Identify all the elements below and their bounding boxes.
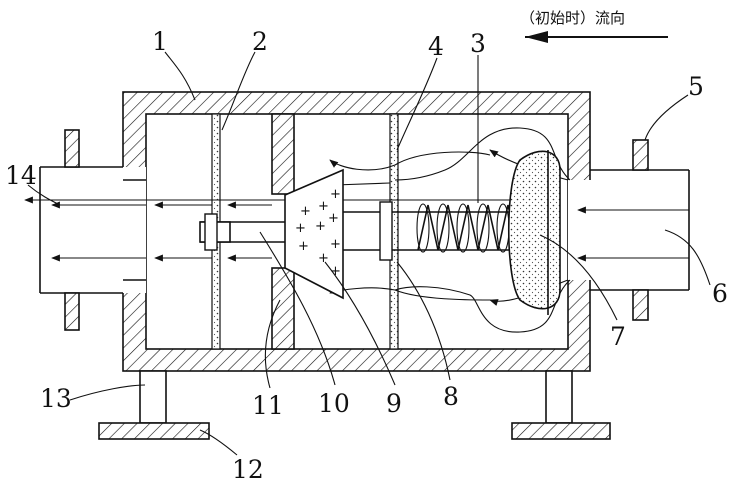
spring-3	[416, 203, 519, 253]
right-flange-top	[632, 139, 649, 171]
flow-direction-legend: （初始时）流向	[520, 9, 668, 43]
part-number-1: 1	[152, 27, 168, 56]
part-number-13: 13	[40, 384, 72, 413]
part-number-7: 7	[610, 322, 626, 351]
rod-bushing	[204, 213, 218, 251]
part-number-4: 4	[428, 32, 444, 61]
leader-12	[199, 429, 238, 456]
leader-7	[539, 234, 618, 321]
part-number-5: 5	[688, 72, 704, 101]
legend-arrowhead	[525, 31, 548, 43]
rod-10	[199, 213, 285, 251]
leader-14	[27, 184, 61, 206]
left-flange-bottom	[64, 292, 80, 331]
part-number-11: 11	[252, 391, 284, 420]
svg-text:+: +	[318, 199, 329, 214]
svg-text:+: +	[300, 204, 311, 219]
part-number-12: 12	[232, 455, 264, 484]
part-number-10: 10	[318, 389, 350, 418]
part-number-14: 14	[5, 161, 37, 190]
partition	[271, 113, 295, 350]
left-pipe	[39, 129, 146, 331]
shaft-bushing-8	[379, 201, 393, 261]
leader-5	[644, 94, 689, 141]
svg-text:+: +	[318, 251, 329, 266]
svg-text:+: +	[328, 211, 339, 226]
svg-text:+: +	[295, 221, 306, 236]
leader-10	[259, 231, 336, 386]
right-leg	[545, 370, 573, 424]
leader-2	[221, 51, 256, 131]
svg-text:+: +	[315, 219, 326, 234]
shaft-and-spring	[343, 201, 520, 261]
part-number-6: 6	[712, 279, 728, 308]
flow-arrow-cone-upper	[334, 181, 391, 189]
left-base-plate	[98, 422, 210, 440]
leader-11	[264, 299, 281, 389]
part-number-9: 9	[386, 389, 402, 418]
valve-head-7	[508, 150, 561, 315]
leader-9	[324, 261, 396, 386]
leader-6	[664, 229, 711, 286]
right-pipe	[568, 139, 690, 321]
left-flange-top	[64, 129, 80, 168]
part-numbers: 1 2 3 4 5 6 7 8 9 10 11 12 13 14	[5, 27, 728, 484]
legend-text: （初始时）流向	[520, 9, 625, 27]
svg-text:+: +	[330, 237, 341, 252]
part-number-3: 3	[470, 29, 486, 58]
right-base-plate	[511, 422, 611, 440]
part-number-2: 2	[252, 27, 268, 56]
leader-1	[164, 51, 196, 101]
part-number-8: 8	[443, 382, 459, 411]
flow-boundary-curve	[394, 127, 571, 333]
partition-bottom	[271, 267, 295, 350]
partition-top	[271, 113, 295, 195]
leader-8	[396, 261, 451, 381]
left-leg	[139, 370, 167, 424]
svg-text:+: +	[330, 264, 341, 279]
leader-13	[69, 384, 146, 401]
right-flange-bottom	[632, 289, 649, 321]
supports	[98, 370, 611, 440]
svg-text:+: +	[330, 187, 341, 202]
valve-head-body	[508, 150, 561, 310]
leader-4	[396, 57, 438, 151]
svg-text:+: +	[298, 239, 309, 254]
leader-lines	[27, 51, 711, 456]
flow-arrow-curve-upper	[329, 151, 491, 171]
